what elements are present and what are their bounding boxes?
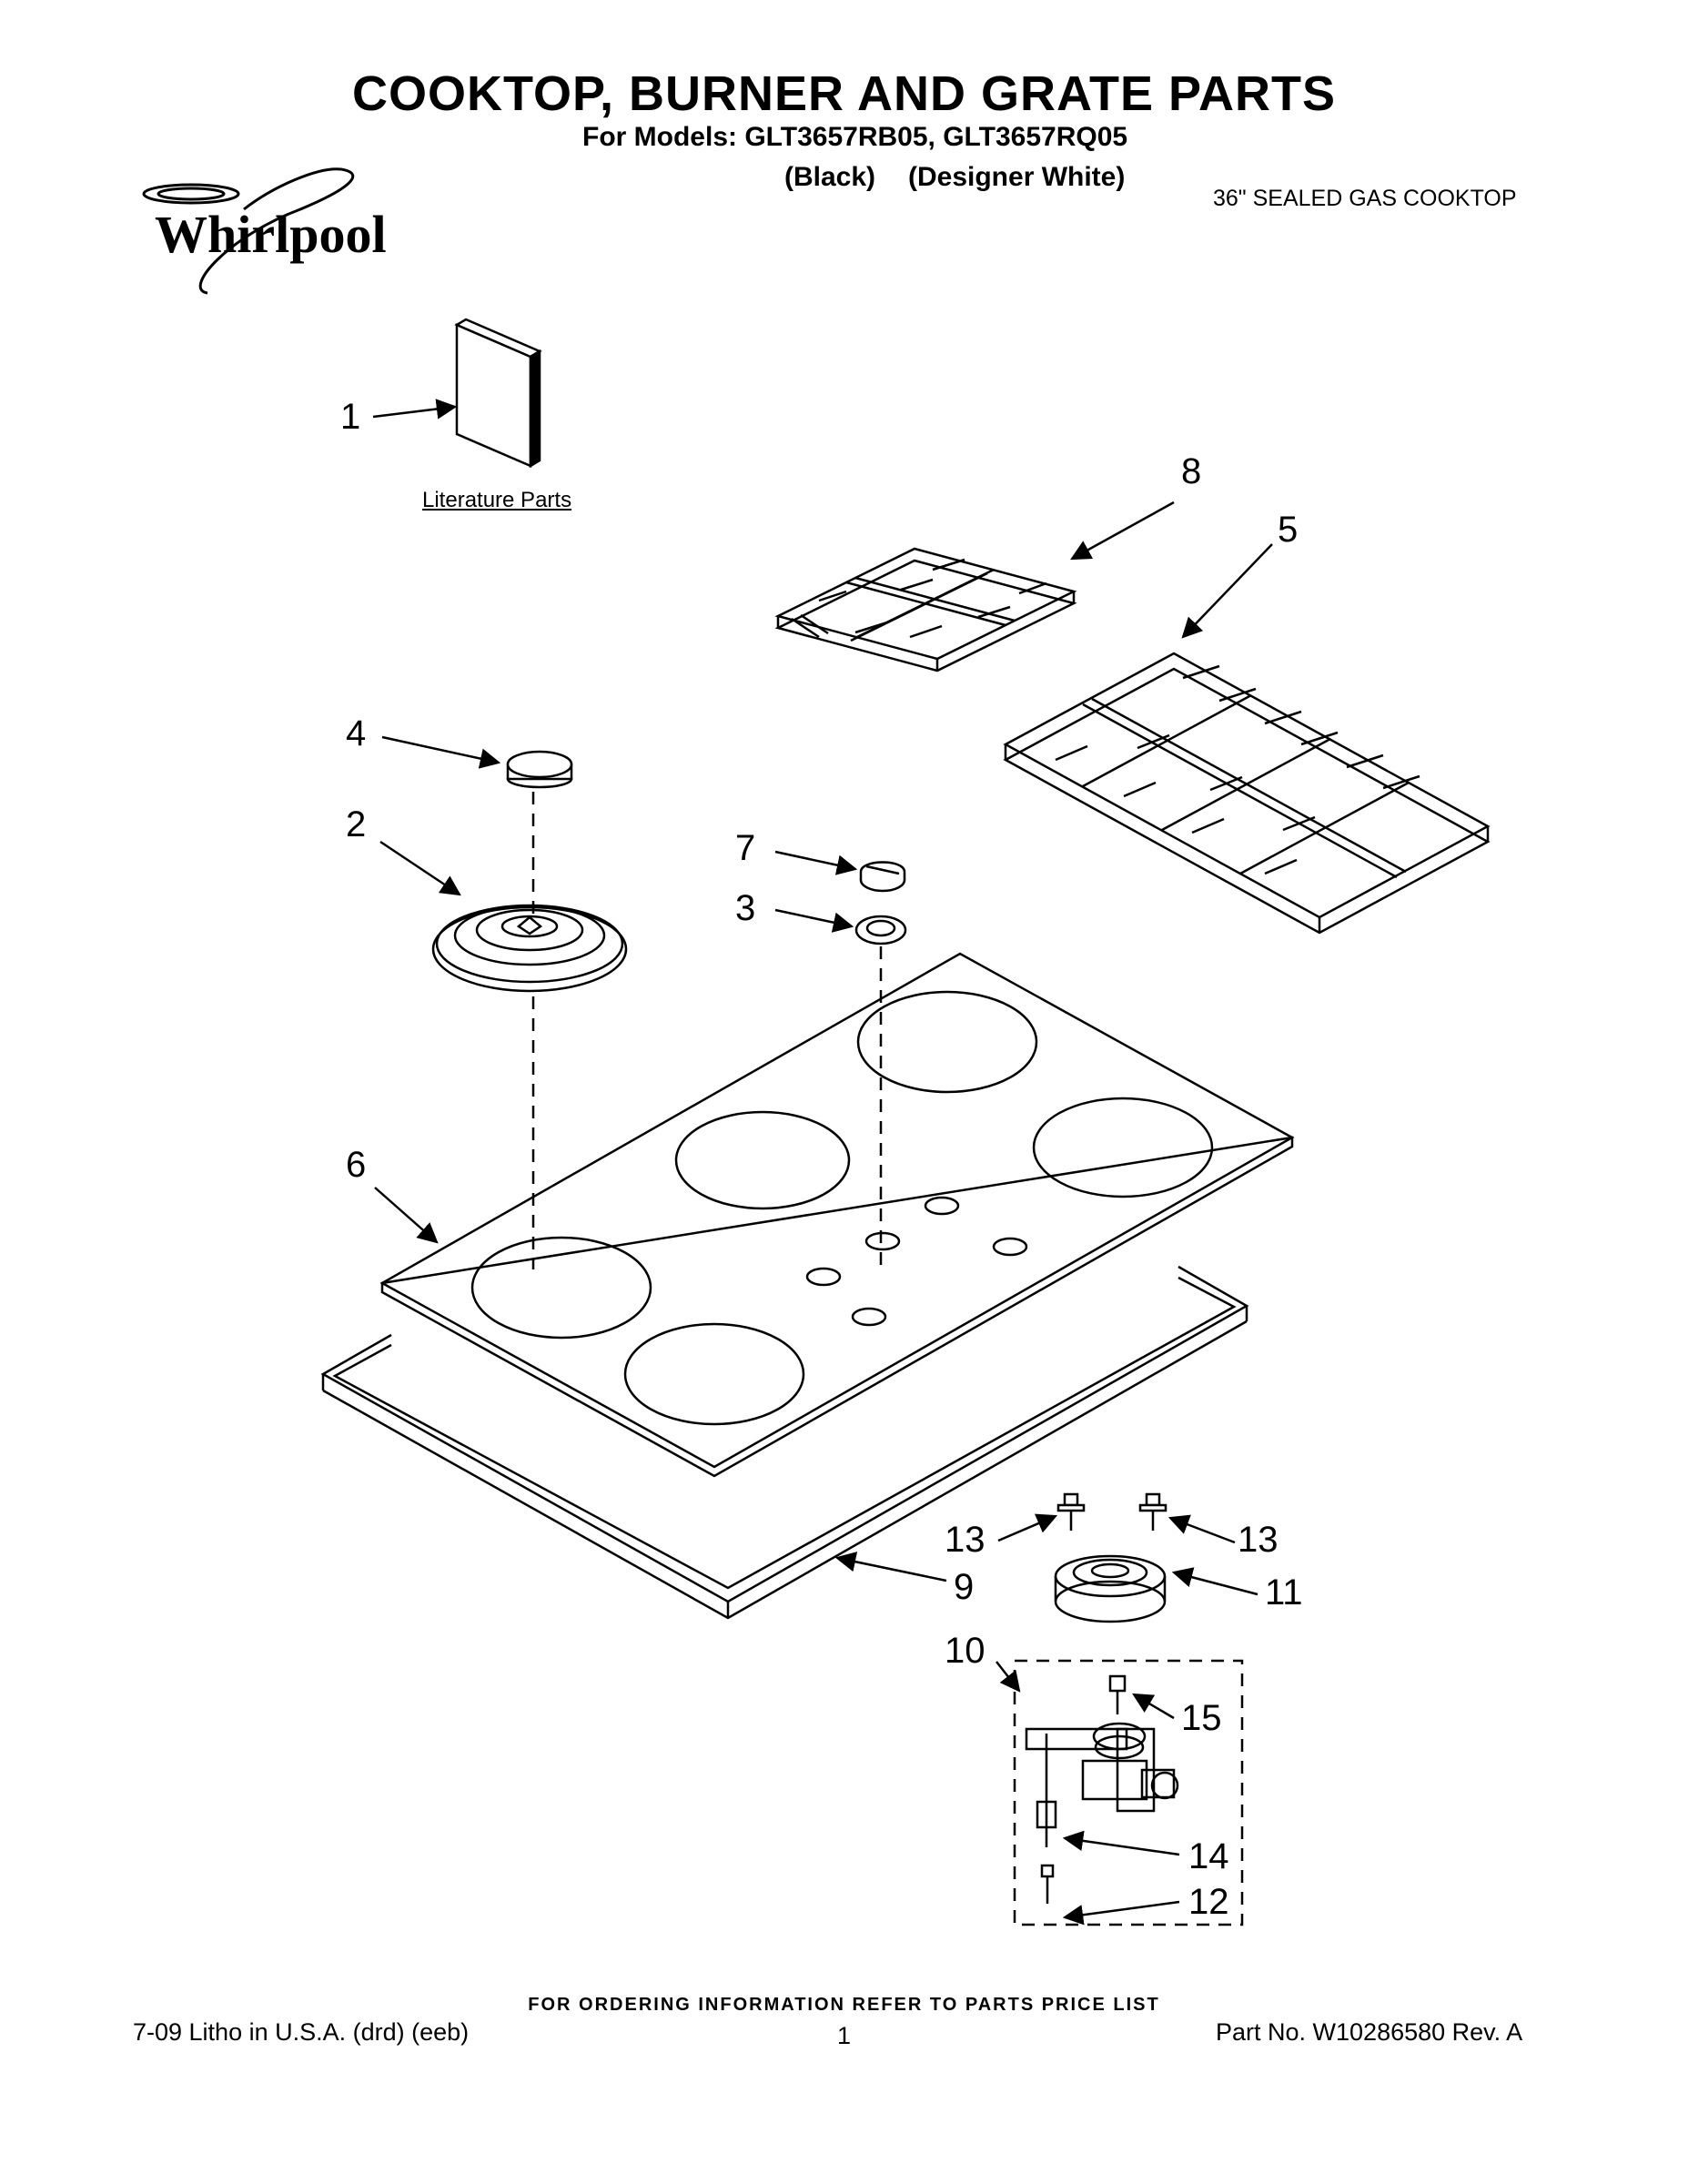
valve-assembly-group (1015, 1661, 1242, 1925)
callout-1: 1 (340, 397, 361, 437)
callout-11: 11 (1265, 1572, 1303, 1613)
cooktop-gasket-part (323, 1267, 1247, 1618)
leader-arrows (373, 399, 1272, 1926)
callout-2: 2 (346, 804, 367, 844)
knob-part (861, 863, 905, 892)
callout-7: 7 (735, 828, 756, 868)
product-category: 36" SEALED GAS COOKTOP (1213, 186, 1517, 211)
callout-5: 5 (1278, 510, 1299, 550)
litho-info: 7-09 Litho in U.S.A. (drd) (eeb) (133, 2018, 470, 2046)
burner-assembly-part (1056, 1556, 1165, 1622)
callout-4: 4 (346, 713, 367, 753)
callout-10: 10 (945, 1631, 986, 1671)
burner-base-part (433, 905, 626, 991)
page-title: COOKTOP, BURNER AND GRATE PARTS (351, 66, 1337, 121)
ordering-notice: FOR ORDERING INFORMATION REFER TO PARTS … (528, 1995, 1160, 2015)
literature-booklet-part (457, 319, 540, 466)
screw-parts (1058, 1494, 1166, 1531)
callout-14: 14 (1188, 1836, 1229, 1876)
variant-white-label: (Designer White) (908, 162, 1126, 192)
alignment-lines (533, 792, 881, 1269)
page-number: 1 (837, 2022, 852, 2049)
large-grate-part (1006, 653, 1488, 933)
knob-bezel-part (856, 916, 905, 944)
part-number: Part No. W10286580 Rev. A (1216, 2018, 1523, 2046)
callout-12: 12 (1188, 1882, 1229, 1922)
callout-13-left: 13 (945, 1520, 986, 1560)
callout-3: 3 (735, 888, 756, 928)
burner-cap-part (508, 752, 571, 787)
callout-13-right: 13 (1238, 1520, 1279, 1560)
cooktop-glass-part (382, 954, 1292, 1476)
small-grate-part (778, 549, 1074, 671)
models-line: For Models: GLT3657RB05, GLT3657RQ05 (582, 122, 1128, 152)
callout-15: 15 (1181, 1698, 1222, 1738)
literature-parts-label: Literature Parts (422, 488, 572, 512)
callout-6: 6 (346, 1145, 367, 1185)
brand-logo (144, 169, 353, 293)
callout-9: 9 (954, 1567, 975, 1607)
variant-black-label: (Black) (784, 162, 876, 192)
callout-8: 8 (1181, 451, 1202, 491)
brand-logo-text: Whirlpool (155, 205, 387, 264)
